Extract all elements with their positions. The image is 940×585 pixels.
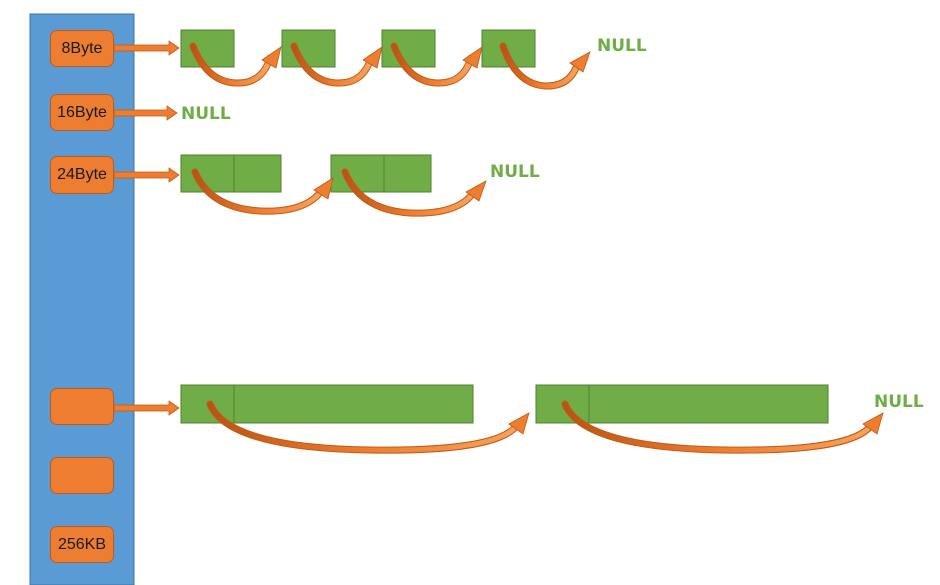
next-pointer-arrow bbox=[561, 400, 884, 454]
null-label: NULL bbox=[597, 36, 647, 56]
bucket-pointer-arrow bbox=[113, 40, 180, 56]
memory-block bbox=[180, 384, 474, 424]
memory-block bbox=[281, 29, 336, 68]
bucket-label: 256KB bbox=[57, 535, 107, 553]
next-pointer-arrow bbox=[189, 42, 282, 87]
bucket-label: 8Byte bbox=[61, 39, 103, 57]
bucket-256kb: 256KB bbox=[50, 526, 114, 563]
bucket-label: 24Byte bbox=[57, 166, 107, 183]
next-pointer-arrow bbox=[191, 168, 334, 215]
null-label: NULL bbox=[181, 104, 231, 124]
memory-block bbox=[180, 29, 235, 68]
null-label: NULL bbox=[490, 162, 540, 182]
next-pointer-arrow bbox=[341, 168, 487, 217]
bucket-unlabeled bbox=[50, 388, 114, 425]
bucket-unlabeled bbox=[50, 457, 114, 494]
next-pointer-arrow bbox=[206, 400, 530, 454]
memory-block bbox=[330, 154, 432, 193]
null-label: NULL bbox=[874, 392, 924, 412]
bucket-16byte: 16Byte bbox=[50, 94, 114, 131]
memory-block bbox=[381, 29, 436, 68]
bucket-24byte: 24Byte bbox=[50, 156, 114, 194]
next-pointer-arrow bbox=[290, 42, 383, 87]
bucket-label: 16Byte bbox=[57, 103, 107, 121]
bucket-pointer-arrow bbox=[113, 400, 180, 416]
bucket-8byte: 8Byte bbox=[50, 30, 114, 67]
bucket-pointer-arrow bbox=[113, 167, 180, 183]
bucket-pointer-arrow bbox=[113, 105, 178, 121]
next-pointer-arrow bbox=[390, 42, 483, 87]
memory-block bbox=[535, 384, 829, 424]
next-pointer-arrow bbox=[499, 42, 591, 90]
